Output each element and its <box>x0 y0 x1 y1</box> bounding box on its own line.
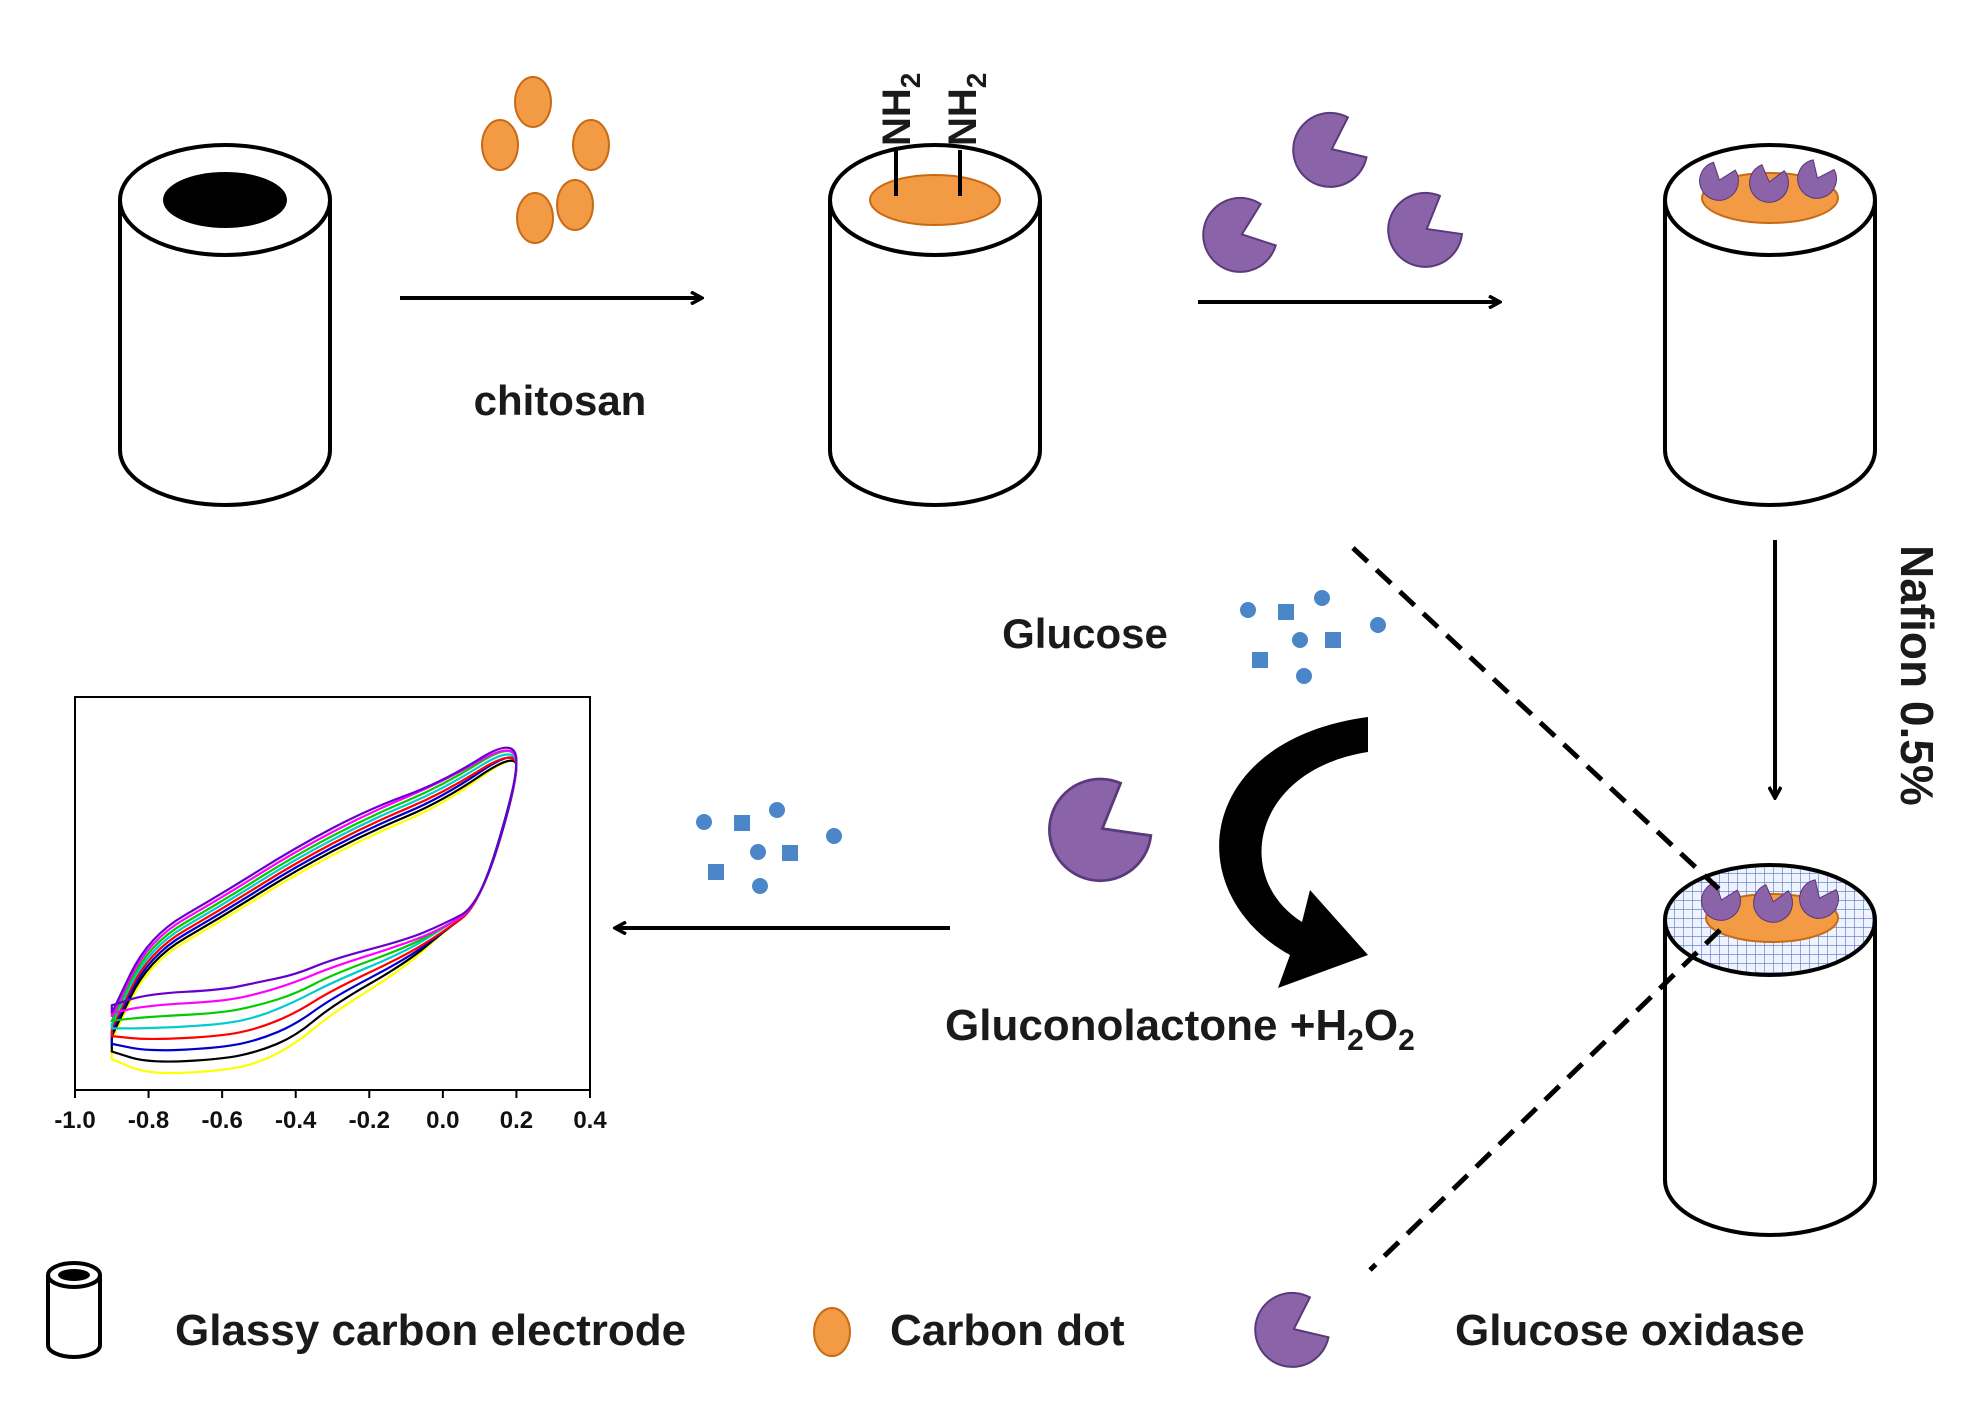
nh2-group-2: NH2 <box>941 73 992 146</box>
cv-curve-8 <box>110 746 518 1014</box>
legend-carbon-dot-icon <box>813 1307 851 1357</box>
chitosan-label: chitosan <box>474 377 647 424</box>
zoom-line-lower <box>1368 928 1722 1272</box>
gox-electrode <box>1663 143 1877 507</box>
x-tick-label: 0.2 <box>500 1107 533 1134</box>
reaction-gox <box>1029 763 1163 901</box>
glucose-label: Glucose <box>1002 610 1168 657</box>
legend-gox-label: Glucose oxidase <box>1455 1306 1805 1355</box>
legend-electrode-icon <box>46 1261 102 1359</box>
svg-text:NH2: NH2 <box>941 73 992 146</box>
legend-carbon-dot-label: Carbon dot <box>890 1306 1125 1355</box>
nh2-group-1: NH2 <box>875 73 926 146</box>
cv-series-group <box>109 746 518 1075</box>
x-tick-label: -1.0 <box>54 1107 95 1134</box>
electrode-black-disk <box>163 172 287 228</box>
glucose-molecules <box>1240 590 1386 684</box>
curved-reaction-arrow <box>1219 717 1368 988</box>
glucose-oxidase-cluster <box>1191 102 1471 284</box>
zoom-line-upper <box>1351 546 1722 892</box>
x-tick-label: -0.4 <box>275 1107 317 1134</box>
carbon-dot-cluster <box>481 76 610 244</box>
legend-gox-icon <box>1242 1282 1336 1381</box>
cv-chart: -1.0 -0.8 -0.6 -0.4 -0.2 0.0 0.2 0.4 <box>54 696 607 1134</box>
x-tick-label: 0.0 <box>426 1107 459 1134</box>
bare-electrode <box>118 143 332 507</box>
x-tick-label: -0.2 <box>349 1107 390 1134</box>
nafion-label: Nafion 0.5% <box>1891 545 1943 806</box>
glucose-molecules-left <box>696 802 842 894</box>
product-label: Gluconolactone +H2O2 <box>945 1001 1415 1057</box>
nafion-electrode <box>1663 863 1877 1237</box>
cd-chitosan-electrode <box>828 143 1042 507</box>
carbon-dot-layer <box>869 174 1001 226</box>
x-tick-label: -0.8 <box>128 1107 169 1134</box>
x-tick-label: -0.6 <box>201 1107 242 1134</box>
legend-electrode-label: Glassy carbon electrode <box>175 1306 686 1355</box>
x-tick-label: 0.4 <box>573 1107 607 1134</box>
legend: Glassy carbon electrode Carbon dot Gluco… <box>46 1261 1805 1381</box>
svg-text:NH2: NH2 <box>875 73 926 146</box>
cv-x-axis: -1.0 -0.8 -0.6 -0.4 -0.2 0.0 0.2 0.4 <box>54 1090 607 1134</box>
svg-text:Nafion 0.5%: Nafion 0.5% <box>1891 545 1943 806</box>
